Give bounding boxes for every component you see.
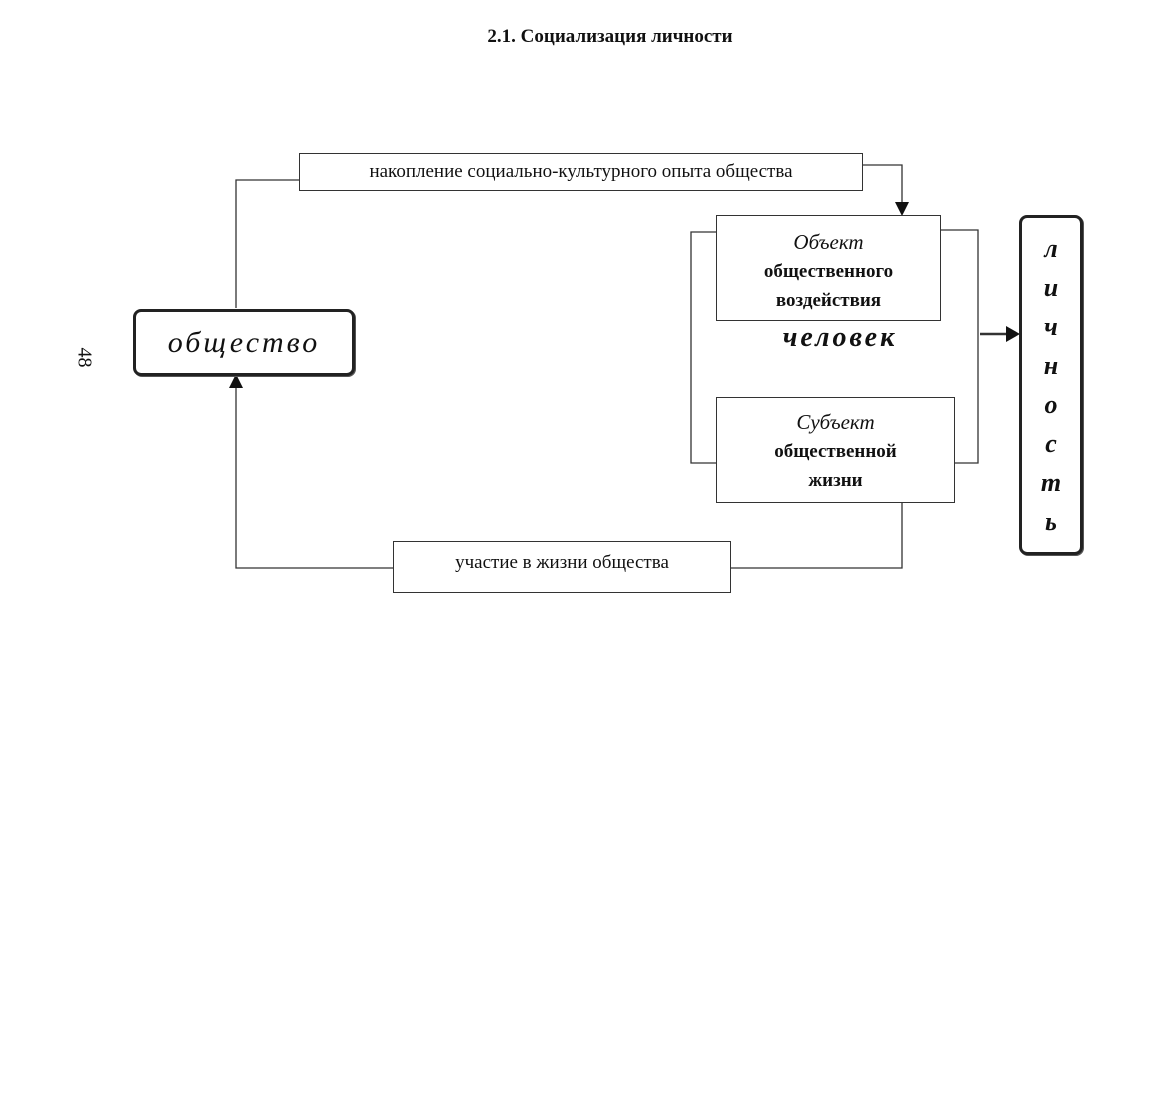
top-connector-right: [862, 164, 903, 203]
person-bracket-right: [940, 229, 979, 464]
right-arrowhead: [1006, 326, 1020, 342]
top-connector: [235, 179, 300, 308]
top-flow-label-box: накопление социально-культурного опыта о…: [299, 153, 863, 191]
personality-letter: н: [1043, 351, 1059, 380]
subject-box-line3: жизни: [808, 470, 863, 491]
up-arrowhead: [229, 374, 243, 388]
society-label: общество: [167, 325, 321, 359]
object-box-line3: воздействия: [775, 290, 882, 311]
bottom-flow-label-box: участие в жизни общества: [393, 541, 731, 593]
person-label: человек: [782, 322, 898, 353]
personality-box: л и ч н о с т ь: [1019, 215, 1083, 555]
object-box: Объект общественного воздействия: [716, 215, 941, 321]
bottom-flow-label: участие в жизни общества: [455, 552, 669, 573]
page-title: 2.1. Социализация личности: [487, 26, 733, 47]
object-box-line1: Объект: [793, 230, 864, 254]
personality-letter: с: [1045, 429, 1057, 458]
personality-letter: о: [1044, 390, 1058, 419]
personality-letter: т: [1040, 468, 1062, 497]
society-box: общество: [133, 309, 355, 376]
object-box-line2: общественного: [763, 261, 894, 282]
subject-box-line2: общественной: [774, 441, 897, 462]
top-flow-label: накопление социально-культурного опыта о…: [369, 161, 793, 182]
personality-letter: ч: [1044, 312, 1058, 341]
subject-box-line1: Субъект: [796, 410, 875, 434]
person-bracket-left: [690, 231, 716, 464]
personality-letter: л: [1044, 234, 1058, 263]
bottom-connector-right: [730, 502, 903, 569]
personality-letter: ь: [1045, 507, 1057, 536]
subject-box: Субъект общественной жизни: [716, 397, 955, 503]
down-arrowhead: [895, 202, 909, 216]
bottom-connector-left: [235, 388, 393, 569]
personality-letter: и: [1043, 273, 1059, 302]
